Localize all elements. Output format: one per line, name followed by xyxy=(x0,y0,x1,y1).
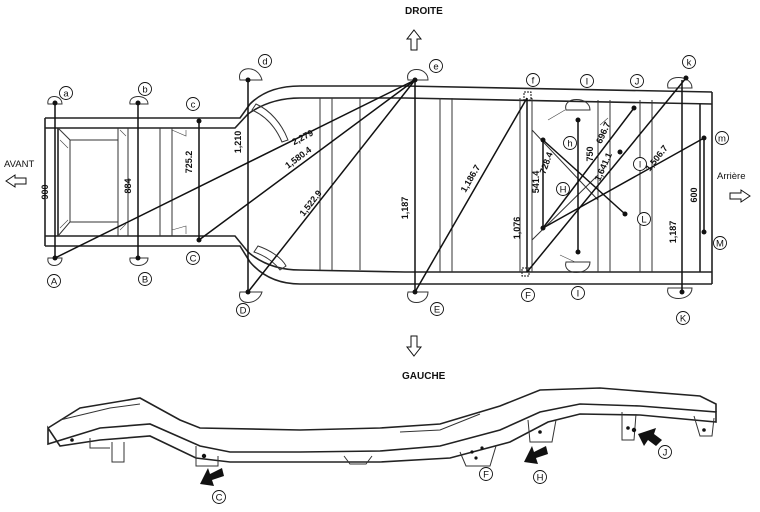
measure-line-f-E xyxy=(414,97,528,293)
point-labels: a A b B c C d D e E f F h H I I J l L k … xyxy=(47,54,729,325)
side-label-C: C xyxy=(216,493,223,504)
point-dot-k xyxy=(683,75,689,81)
dim-c-C: 725.2 xyxy=(184,151,194,174)
side-arrow-H-icon xyxy=(524,446,548,464)
side-arrow-J-icon xyxy=(638,428,662,446)
side-label-J: J xyxy=(663,448,668,459)
dim-h-H: 541.4 xyxy=(531,171,541,194)
arrow-left-icon xyxy=(5,174,27,188)
measure-line-e-D xyxy=(247,79,416,293)
dim-e-E: 1,187 xyxy=(400,197,410,220)
measurement-lines xyxy=(54,77,705,293)
direction-rear-label: Arrière xyxy=(717,171,746,182)
dim-m-H: 1,506.7 xyxy=(643,143,669,173)
measure-line-k-F xyxy=(526,77,687,273)
point-label-H: H xyxy=(560,185,567,196)
point-dot-H xyxy=(540,225,546,231)
dim-h-L: 728.4 xyxy=(538,151,555,176)
point-dot-D xyxy=(245,289,251,295)
point-label-F: F xyxy=(525,291,531,302)
point-label-i-top: I xyxy=(586,77,589,88)
dim-a-A: 900 xyxy=(40,184,50,199)
point-label-B: B xyxy=(142,275,148,286)
point-dot-i-top xyxy=(575,117,581,123)
point-label-E: E xyxy=(434,305,440,316)
measure-line-m-H xyxy=(542,137,705,229)
point-label-k: k xyxy=(687,58,692,69)
point-dot-h xyxy=(540,137,546,143)
direction-left-label: GAUCHE xyxy=(402,371,446,382)
point-label-c: c xyxy=(191,100,196,111)
arrow-down-icon xyxy=(405,335,423,357)
dim-k-K: 1,187 xyxy=(668,221,678,244)
point-label-a: a xyxy=(63,89,69,100)
measure-line-h-L xyxy=(542,139,626,215)
dim-m-M: 600 xyxy=(689,187,699,202)
point-label-e: e xyxy=(433,62,438,73)
frame-side-view: C F H J xyxy=(47,387,717,504)
side-label-F: F xyxy=(483,470,489,481)
dim-I-I: 750 xyxy=(585,146,595,161)
point-dot-K xyxy=(679,289,685,295)
point-label-d: d xyxy=(262,57,267,68)
point-label-h: h xyxy=(567,139,572,150)
point-dot-b xyxy=(135,100,141,106)
point-dot-i-bottom xyxy=(575,249,581,255)
point-dot-M xyxy=(701,229,707,235)
dim-d-D: 1,210 xyxy=(233,131,243,154)
point-dot-e xyxy=(412,77,418,83)
measure-line-e-A xyxy=(54,79,416,259)
point-dot-E xyxy=(412,289,418,295)
point-dot-m xyxy=(701,135,707,141)
point-label-L: L xyxy=(641,215,646,226)
point-label-l: l xyxy=(639,160,641,171)
point-box-f xyxy=(523,91,532,101)
side-arrow-C-icon xyxy=(200,468,224,486)
point-label-j: J xyxy=(635,77,640,88)
direction-right-label: DROITE xyxy=(405,6,443,17)
point-dot-a xyxy=(52,100,58,106)
point-label-i-bottom: I xyxy=(577,289,580,300)
point-label-f: f xyxy=(532,76,535,87)
frame-top-view xyxy=(44,68,713,303)
point-box-F xyxy=(521,267,530,277)
point-label-C: C xyxy=(190,254,197,265)
point-label-b: b xyxy=(142,85,147,96)
point-dot-L xyxy=(622,211,628,217)
side-label-H: H xyxy=(537,473,544,484)
dim-k-F: 1,641.1 xyxy=(593,151,614,183)
point-dot-A xyxy=(52,255,58,261)
measure-line-e-C xyxy=(198,79,416,241)
point-dot-B xyxy=(135,255,141,261)
measure-line-j-H xyxy=(542,107,635,229)
dim-e-A: 2,279 xyxy=(290,128,315,147)
arrow-up-icon xyxy=(405,29,423,51)
point-label-K: K xyxy=(680,314,687,325)
dim-f-E: 1,186.7 xyxy=(459,163,483,194)
point-dot-j xyxy=(631,105,637,111)
point-dot-d xyxy=(245,77,251,83)
point-dot-C xyxy=(196,237,202,243)
point-label-m: m xyxy=(718,134,726,145)
direction-front-label: AVANT xyxy=(4,159,34,170)
arrow-right-icon xyxy=(729,189,751,203)
measurement-points xyxy=(52,75,707,295)
point-dot-l xyxy=(617,149,623,155)
point-dot-c xyxy=(196,118,202,124)
point-label-M: M xyxy=(716,239,724,250)
point-label-D: D xyxy=(240,306,247,317)
point-label-A: A xyxy=(51,277,58,288)
dim-f-F: 1,076 xyxy=(512,217,522,240)
dim-b-B: 884 xyxy=(123,178,133,193)
